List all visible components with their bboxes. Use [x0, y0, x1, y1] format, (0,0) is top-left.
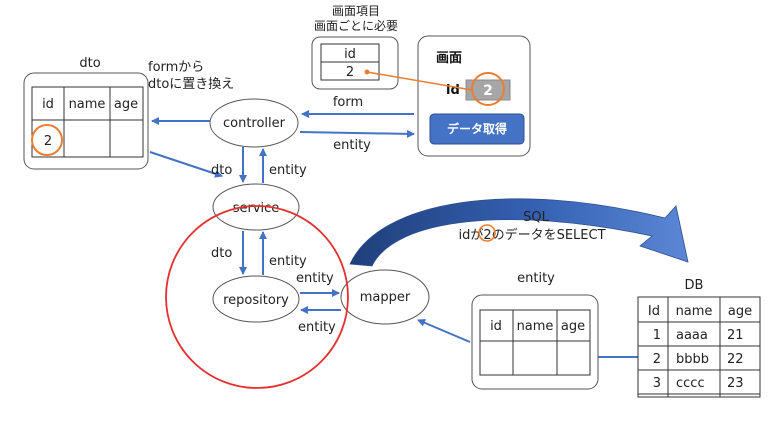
dto-header-age: age [114, 97, 138, 112]
sql-label-line1: SQL [523, 210, 549, 225]
dto-header-name: name [69, 97, 106, 112]
db-row3-id: 3 [653, 376, 661, 391]
db-row1-id: 1 [653, 328, 661, 343]
screen-id-value: 2 [483, 83, 493, 99]
repository-node [212, 275, 300, 323]
db-row1-age: 21 [727, 328, 744, 343]
db-header-id: Id [648, 304, 660, 319]
entity-table [479, 309, 591, 376]
form-note-line1: formから [148, 60, 204, 75]
screen-item-link-dot [364, 69, 370, 75]
dto-id-highlight-circle [31, 124, 63, 156]
service-label: service [233, 201, 280, 216]
screen-item-title-line1: 画面項目 [332, 4, 380, 18]
dto-down-label-1: dto [211, 163, 232, 178]
entity-to-screen-label: entity [333, 138, 371, 153]
controller-node [209, 98, 299, 148]
sql-id-highlight-circle [478, 224, 496, 242]
screen-item-title-line2: 画面ごとに必要 [314, 18, 398, 33]
db-header-age: age [728, 304, 752, 319]
entity-header-id: id [490, 319, 502, 334]
screen-item-link-line [366, 71, 473, 91]
dto-down-label-2: dto [211, 246, 232, 261]
fetch-data-button-label: データ取得 [447, 121, 507, 136]
service-node [212, 183, 300, 231]
screen-id-highlight-circle [471, 72, 505, 106]
db-row2-id: 2 [653, 352, 661, 367]
form-arrow-label: form [333, 95, 363, 110]
db-row3-name: cccc [676, 376, 705, 391]
entity-up-label-2: entity [269, 254, 307, 269]
dto-title: dto [79, 56, 100, 71]
sql-query-arrow [349, 198, 689, 267]
entity-table-title: entity [517, 271, 555, 286]
dto-header-id: id [42, 97, 54, 112]
db-row2-name: bbbb [676, 352, 709, 367]
entity-from-mapper-label: entity [298, 320, 336, 335]
db-header-name: name [676, 304, 713, 319]
repository-label: repository [223, 293, 289, 308]
controller-label: controller [223, 116, 286, 131]
db-row3-age: 23 [727, 376, 744, 391]
db-row1-name: aaaa [676, 328, 708, 343]
mapper-node [340, 269, 430, 325]
data-access-boundary-circle [165, 205, 349, 389]
dto-table [31, 86, 144, 158]
db-row2-age: 22 [727, 352, 744, 367]
entity-up-label-1: entity [269, 163, 307, 178]
entity-to-screen-arrow [299, 129, 415, 138]
screen-item-header: id [344, 47, 356, 62]
db-title: DB [685, 278, 704, 293]
entity-header-age: age [561, 319, 585, 334]
screen-item-value: 2 [346, 65, 354, 80]
fetch-data-button[interactable] [429, 113, 525, 145]
dto-cell-id: 2 [44, 134, 52, 149]
mapper-label: mapper [360, 290, 411, 305]
entity-to-mapper-arrow [417, 319, 471, 343]
entity-to-mapper-label: entity [296, 271, 334, 286]
form-note-line2: dtoに置き換え [148, 77, 234, 92]
dto-to-service-arrow [149, 151, 223, 178]
screen-title: 画面 [436, 51, 462, 66]
entity-header-name: name [517, 319, 554, 334]
screen-id-field[interactable] [465, 79, 511, 101]
db-table [637, 296, 761, 398]
